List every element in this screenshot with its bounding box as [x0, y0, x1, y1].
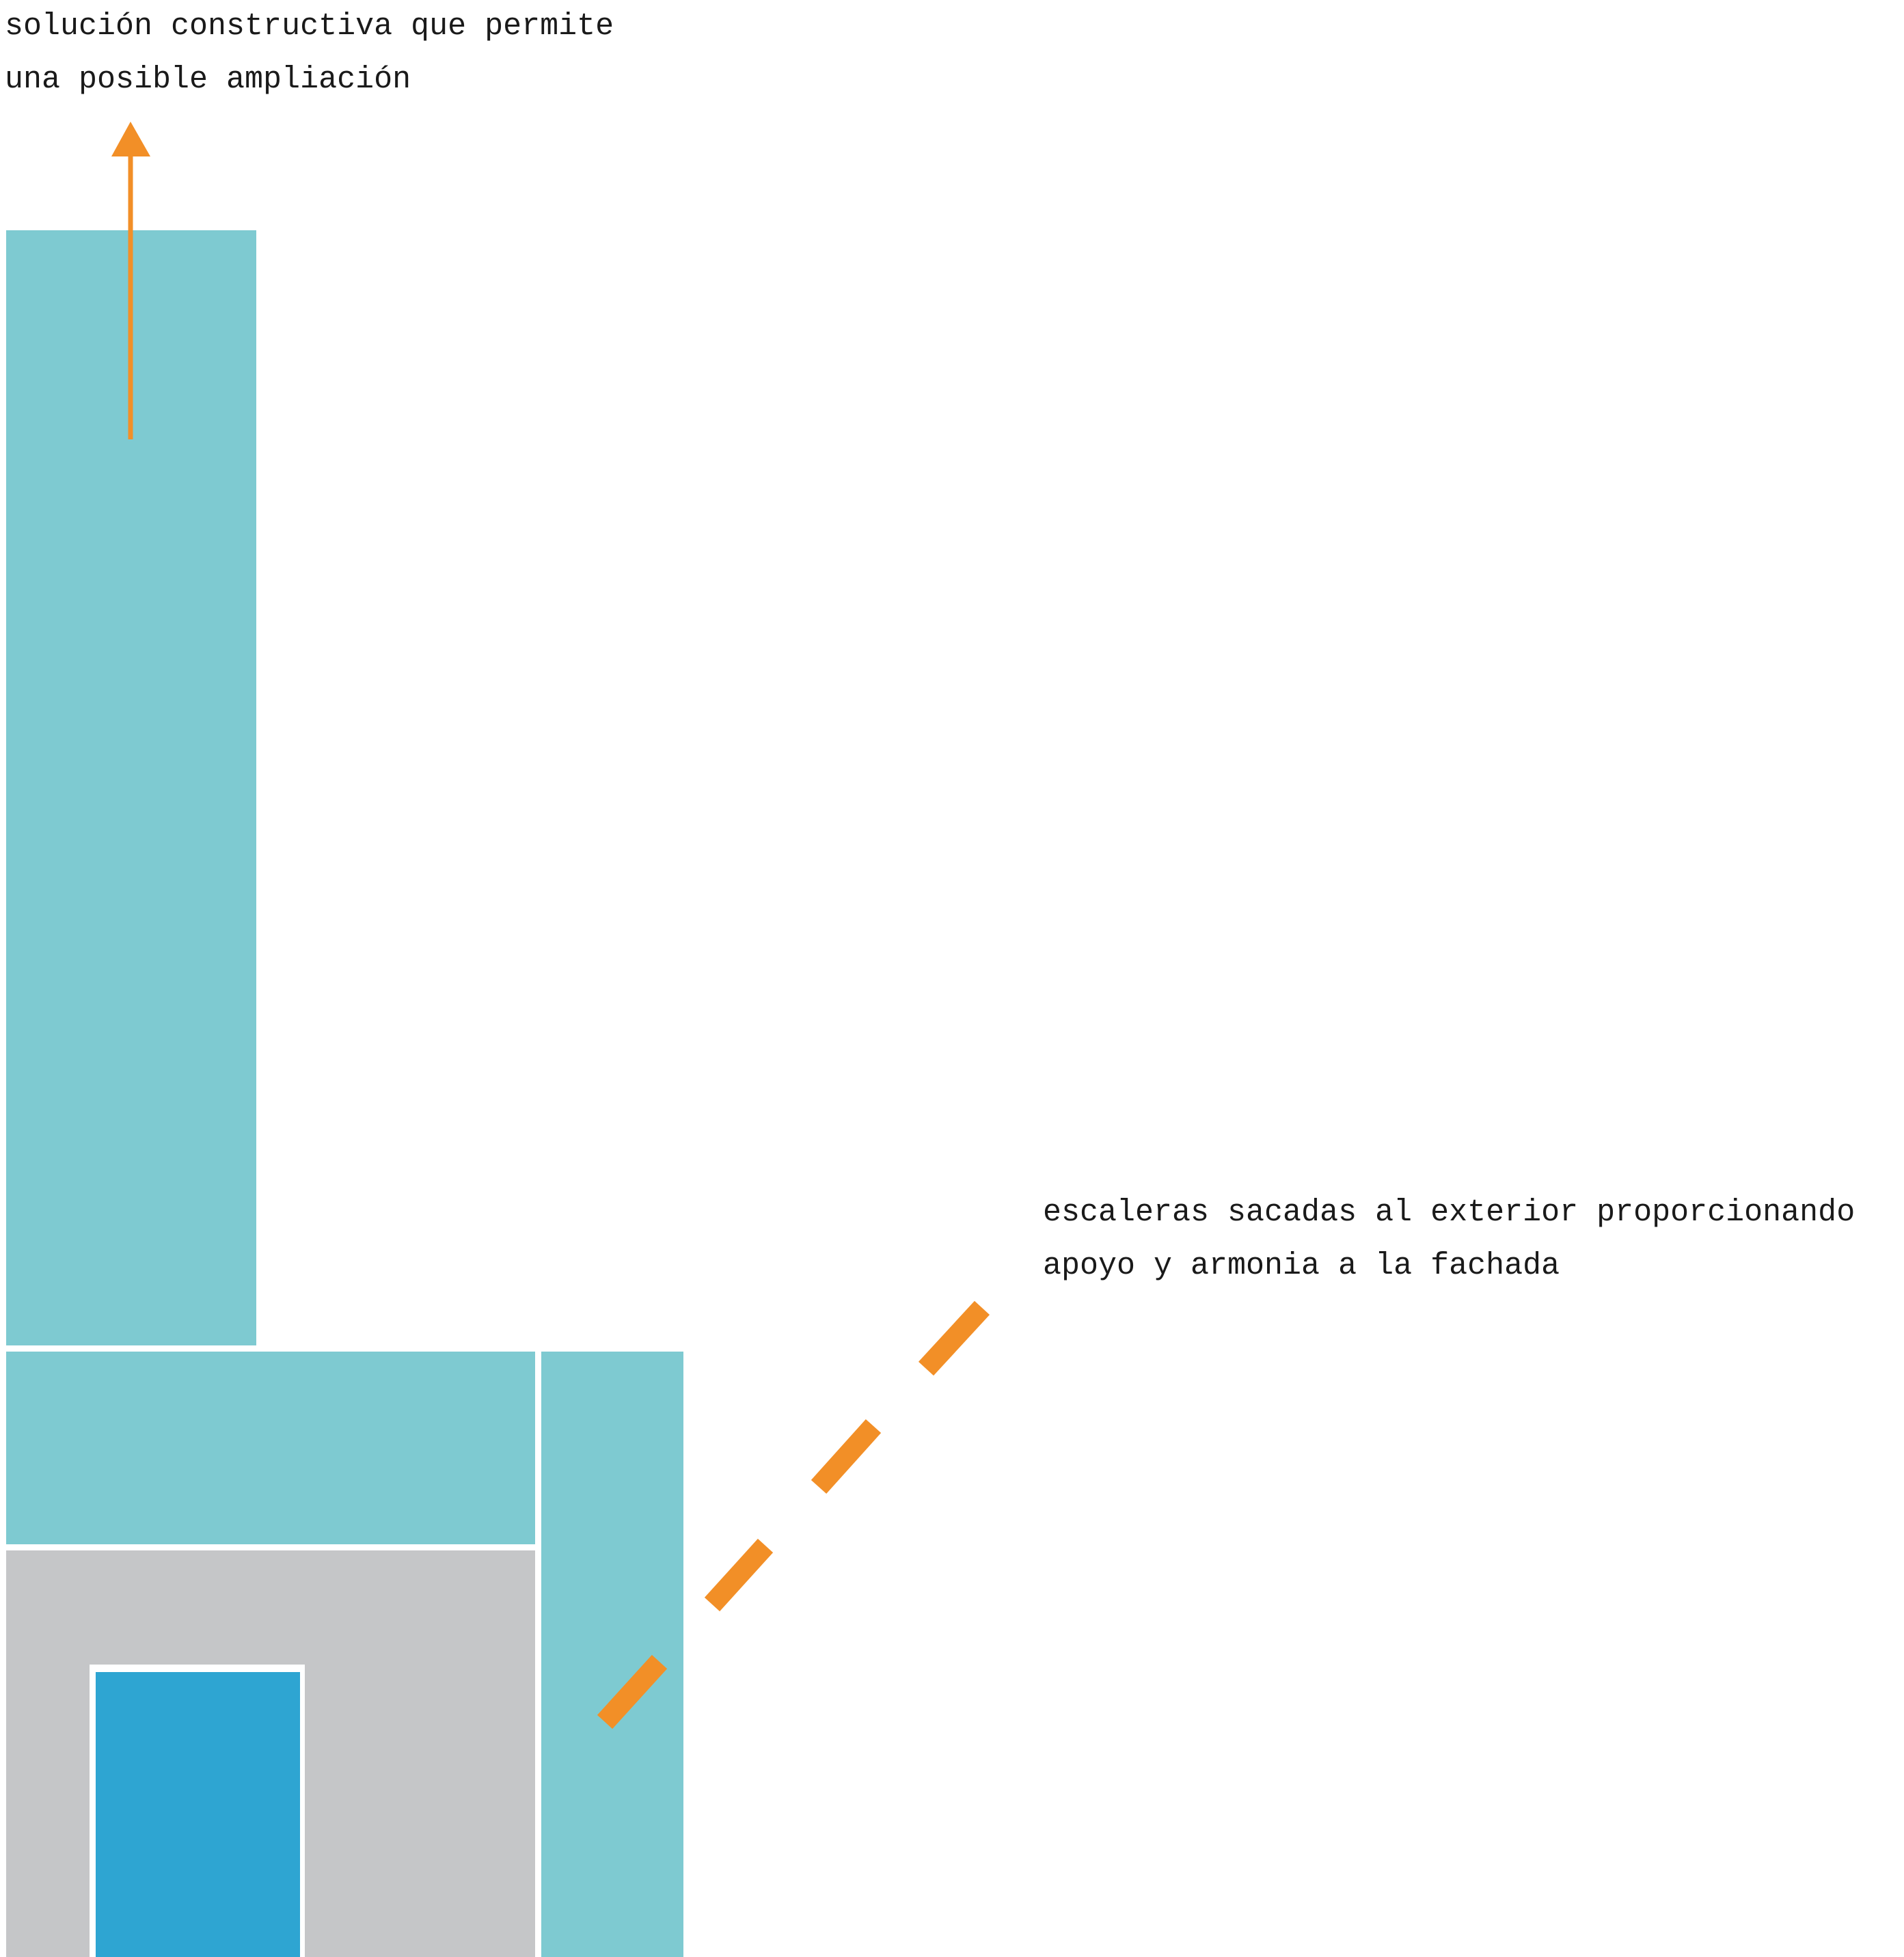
dashed-leader: [597, 1300, 990, 1729]
arrow-up-icon: [111, 122, 150, 156]
annotation-right-line-2: apoyo y armonia a la fachada: [1043, 1248, 1560, 1283]
leader-dash: [918, 1300, 990, 1376]
annotation-top: solución constructiva que permite una po…: [5, 0, 614, 107]
entrance-block: [96, 1672, 300, 1957]
leader-dash: [704, 1538, 774, 1612]
leader-dash: [811, 1419, 882, 1494]
annotation-right: escaleras sacadas al exterior proporcion…: [1043, 1186, 1855, 1293]
leader-dash: [597, 1654, 668, 1729]
stair-volume: [541, 1352, 683, 1957]
annotation-right-line-1: escaleras sacadas al exterior proporcion…: [1043, 1195, 1855, 1230]
middle-volume: [6, 1352, 535, 1544]
annotation-top-line-1: solución constructiva que permite: [5, 9, 614, 44]
annotation-top-line-2: una posible ampliación: [5, 62, 411, 97]
